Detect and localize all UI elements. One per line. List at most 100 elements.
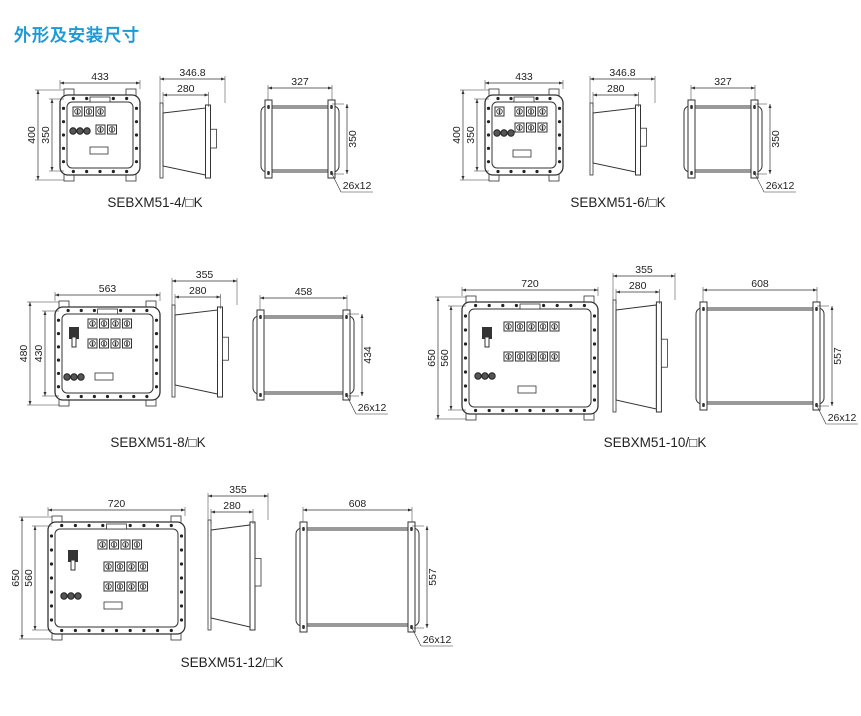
dimension-label: 327 [714,76,732,88]
bolt [486,160,491,164]
hole-callout: 26x12 [331,173,373,193]
arrowhead [436,415,440,419]
bolt [555,408,559,413]
arrowhead [751,86,755,90]
isolator-body [482,327,492,339]
vertical-dimension: 480 [18,301,59,406]
cable-gland [493,129,501,137]
bolt [463,398,468,402]
arrowhead [303,508,307,512]
bolt [105,394,110,399]
model-label: SEBXM51-4/□K [107,195,202,210]
arrowhead [181,508,185,512]
cable-gland [70,373,78,381]
bolt [548,169,552,174]
bolt [119,308,123,313]
vertical-dimension: 430 [33,310,59,397]
arrowhead [43,311,47,315]
horizontal-dimension: 280 [210,500,254,524]
bolt [61,146,66,150]
dimension-label: 280 [189,285,207,297]
bolt [557,133,562,137]
bolt [128,628,132,633]
dimension-label: 26x12 [423,634,452,646]
dimension-label: 355 [229,484,247,496]
bolt [49,576,54,580]
rotary-switch [109,539,119,550]
bolt [61,160,66,164]
model-label: SEBXM51-10/□K [604,435,707,450]
arrowhead [136,81,140,85]
horizontal-dimension: 608 [302,498,413,522]
bolt [463,314,468,318]
bolt [92,308,96,313]
arrowhead [36,90,40,94]
enclosure-back [270,107,330,171]
bolt [509,96,513,101]
cable-gland [60,592,68,600]
arrowhead [264,494,268,498]
vertical-dimension: 557 [817,305,844,407]
enclosure-body [162,107,206,176]
arrowhead [43,392,47,396]
horizontal-dimension: 346.8 [159,67,226,103]
bolt [548,96,552,101]
bolt [92,394,96,399]
cable-gland [507,129,515,137]
dimension-label: 355 [635,264,653,276]
enclosure-back [705,309,815,403]
bolt [154,318,159,322]
mounting-hole [267,105,270,109]
rotary-switch [115,561,125,572]
enclosure-body [592,107,636,173]
bolt [49,604,54,608]
bolt [535,96,539,101]
bolt [154,345,159,349]
leader-line [816,405,827,425]
bolt [169,523,173,528]
dimension-label: 563 [99,283,117,295]
cover-flange [249,521,256,631]
bolt [73,523,77,528]
mounting-bracket [264,99,273,179]
cable-gland [474,372,482,380]
cable-gland [488,372,496,380]
bolt [125,96,129,101]
mounting-bracket [342,309,351,401]
bolt [592,356,597,360]
arrowhead [360,314,364,318]
nameplate [512,149,532,158]
rotary-switch [103,561,114,572]
mounting-hole [690,105,693,109]
arrowhead [651,77,655,81]
dimension-label: 26x12 [828,412,857,424]
arrowhead [33,526,37,530]
rotary-switch [514,122,525,133]
bolt [154,358,159,362]
arrowhead [249,510,253,514]
bolt [154,331,159,336]
horizontal-dimension: 355 [207,484,269,520]
dimension-label: 346.8 [609,67,635,79]
dimension-label: 350 [347,130,359,148]
arrowhead [345,104,349,108]
dimension-label: 557 [832,347,844,365]
bolt [179,562,184,566]
rotary-switch [515,321,525,332]
mounting-hole [815,307,818,311]
arrowhead [343,296,347,300]
back-view [695,301,825,411]
bolt [134,160,139,164]
bolt [592,384,597,388]
dimension-label: 608 [349,498,367,510]
cable-gland [76,127,84,135]
cover-flange [635,104,641,176]
horizontal-dimension: 355 [171,269,238,305]
bolt [501,408,505,413]
mounting-bracket [750,99,759,179]
bolt [145,308,149,313]
mounting-bracket [812,301,821,411]
bolt [528,408,532,413]
arrowhead [449,406,453,410]
